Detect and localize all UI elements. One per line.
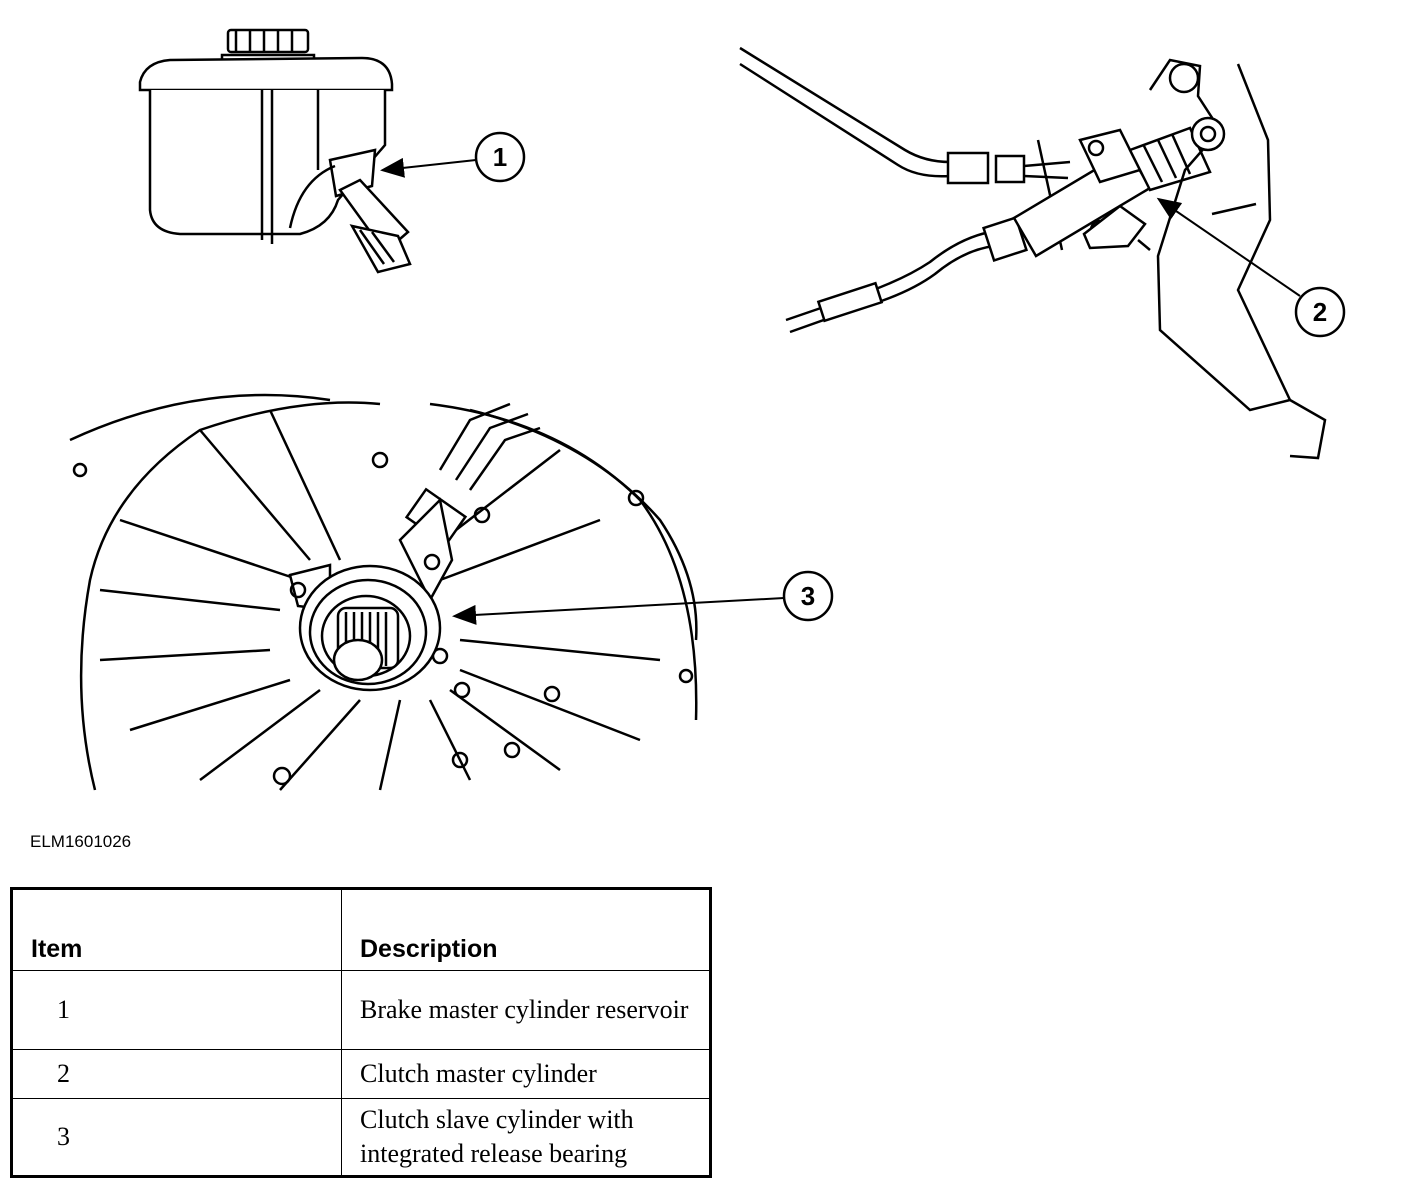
callout-2-label: 2 bbox=[1313, 297, 1327, 327]
item-description: Brake master cylinder reservoir bbox=[341, 970, 711, 1050]
item-number: 3 bbox=[11, 1098, 342, 1177]
table-header-row: Item Description bbox=[11, 888, 711, 971]
column-header-item: Item bbox=[11, 888, 342, 971]
item-description: Clutch master cylinder bbox=[341, 1049, 711, 1099]
callout-3: 3 bbox=[452, 570, 834, 625]
table-row: 3 Clutch slave cylinder with integrated … bbox=[11, 1098, 711, 1177]
diagram-illustration: 1 2 3 bbox=[69, 28, 1346, 791]
clutch-slave-cylinder-drawing bbox=[69, 393, 698, 791]
column-header-description: Description bbox=[341, 888, 711, 971]
clutch-master-cylinder-drawing bbox=[739, 46, 1327, 460]
brake-reservoir-drawing bbox=[138, 28, 412, 274]
callout-1: 1 bbox=[380, 131, 526, 183]
callout-3-label: 3 bbox=[801, 581, 815, 611]
table-row: 1 Brake master cylinder reservoir bbox=[11, 970, 711, 1050]
callout-2: 2 bbox=[1156, 197, 1346, 338]
item-description-table: Item Description 1 Brake master cylinder… bbox=[10, 887, 712, 1178]
table-row: 2 Clutch master cylinder bbox=[11, 1049, 711, 1099]
item-description: Clutch slave cylinder with integrated re… bbox=[341, 1098, 711, 1177]
item-number: 1 bbox=[11, 970, 342, 1050]
callout-1-label: 1 bbox=[493, 142, 507, 172]
figure-reference-id: ELM1601026 bbox=[30, 832, 132, 851]
item-number: 2 bbox=[11, 1049, 342, 1099]
